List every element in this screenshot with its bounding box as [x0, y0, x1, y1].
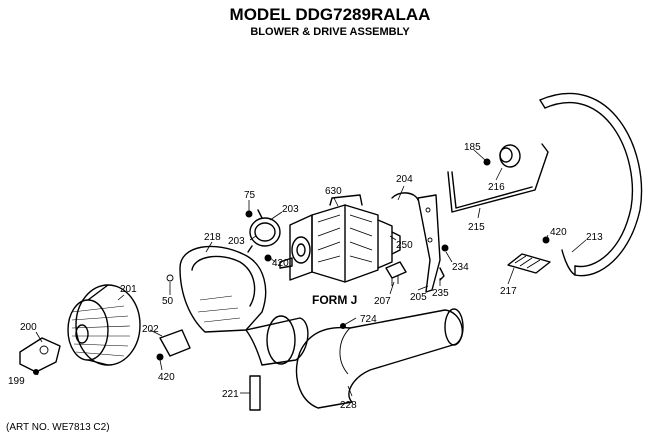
drive-motor: [279, 194, 401, 283]
part-label-202: 202: [142, 324, 159, 335]
part-label-205: 205: [410, 292, 427, 303]
part-label-420b: 420: [550, 227, 567, 238]
blower-wheel: [67, 284, 141, 366]
part-label-724: 724: [360, 314, 377, 325]
assembly-subtitle: BLOWER & DRIVE ASSEMBLY: [250, 26, 410, 38]
motor-bracket-217: [507, 236, 551, 274]
part-label-200: 200: [20, 322, 37, 333]
part-label-50: 50: [162, 296, 174, 307]
part-label-420c: 420: [158, 372, 175, 383]
blower-housing: [166, 245, 309, 366]
part-label-218: 218: [204, 232, 221, 243]
form-label: FORM J: [312, 293, 357, 307]
idler-arm: [447, 143, 549, 213]
part-label-217: 217: [500, 286, 517, 297]
part-label-250: 250: [396, 240, 413, 251]
part-label-630: 630: [325, 186, 342, 197]
blower-seal: [156, 329, 191, 361]
part-label-221: 221: [222, 389, 239, 400]
part-label-420a: 420: [272, 258, 289, 269]
motor-clamp: [245, 209, 281, 262]
part-label-213: 213: [586, 232, 603, 243]
model-title: MODEL DDG7289RALAA: [230, 5, 431, 24]
drum-belt: [539, 92, 643, 277]
part-label-203b: 203: [228, 236, 245, 247]
part-label-228: 228: [340, 400, 357, 411]
part-label-234: 234: [452, 262, 469, 273]
motor-mount-bracket: [391, 192, 449, 293]
motor-switch: [385, 261, 407, 286]
part-label-185: 185: [464, 142, 481, 153]
art-number: (ART NO. WE7813 C2): [6, 422, 110, 433]
part-labels: 75 630 203 203 420 204 250 185 216 215 2…: [8, 142, 603, 411]
idler-pulley: [483, 144, 521, 168]
part-label-204: 204: [396, 174, 413, 185]
part-label-215: 215: [468, 222, 485, 233]
duct-gasket: [249, 375, 261, 411]
part-label-216: 216: [488, 182, 505, 193]
part-label-235: 235: [432, 288, 449, 299]
part-label-207: 207: [374, 296, 391, 307]
part-label-201: 201: [120, 284, 137, 295]
part-label-75: 75: [244, 190, 256, 201]
blower-bracket: [19, 337, 61, 375]
part-label-203a: 203: [282, 204, 299, 215]
exhaust-duct: [295, 308, 464, 409]
part-label-199: 199: [8, 376, 25, 387]
leader-lines: [35, 149, 587, 397]
